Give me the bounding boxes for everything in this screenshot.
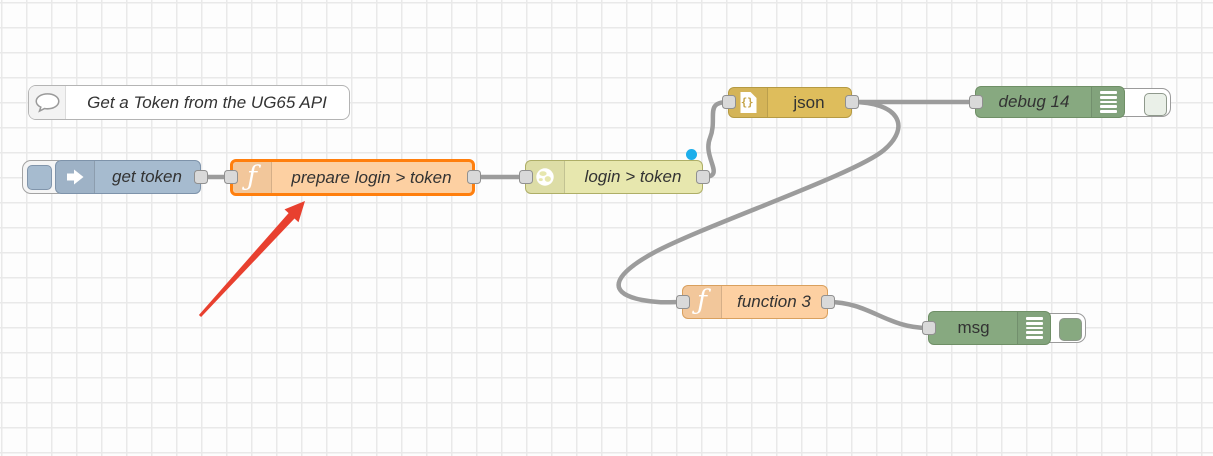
- input-port[interactable]: [518, 169, 533, 184]
- node-label: function 3: [737, 292, 811, 311]
- node-login-token[interactable]: login > token: [518, 148, 710, 194]
- debug-list-icon: [1091, 87, 1124, 117]
- inject-arrow-icon: [56, 161, 95, 193]
- input-port[interactable]: [675, 294, 690, 309]
- input-port[interactable]: [224, 170, 238, 184]
- output-port[interactable]: [467, 170, 481, 184]
- comment-node[interactable]: Get a Token from the UG65 API: [28, 85, 350, 120]
- inject-button-inner: [26, 164, 52, 190]
- node-function-3[interactable]: ƒ function 3: [675, 285, 835, 319]
- globe-icon: [526, 161, 565, 193]
- output-port[interactable]: [844, 95, 859, 109]
- node-label: prepare login > token: [291, 167, 452, 187]
- node-label: debug 14: [998, 92, 1070, 111]
- function-f-icon: ƒ: [683, 286, 722, 318]
- node-prepare-login-token[interactable]: ƒ prepare login > token: [224, 159, 481, 196]
- function-f-icon: ƒ: [233, 162, 272, 193]
- comment-label: Get a Token from the UG65 API: [87, 92, 327, 112]
- node-label: msg: [957, 318, 990, 337]
- comment-bubble-icon: [29, 86, 66, 119]
- json-file-icon: {}: [729, 88, 768, 117]
- input-port[interactable]: [921, 320, 936, 335]
- node-json[interactable]: {} json: [721, 87, 859, 118]
- changed-indicator-dot: [686, 148, 697, 160]
- svg-text:{}: {}: [740, 97, 753, 109]
- wire-json-to-function3[interactable]: [616, 99, 901, 305]
- node-msg[interactable]: msg: [921, 311, 1051, 345]
- input-port[interactable]: [968, 94, 983, 109]
- debug-list-icon: [1017, 312, 1050, 344]
- wire-function3-to-msg[interactable]: [825, 299, 931, 331]
- node-label: json: [793, 92, 825, 112]
- input-port[interactable]: [721, 95, 736, 109]
- node-label: login > token: [584, 167, 682, 186]
- output-port[interactable]: [695, 169, 710, 184]
- wire-http-to-json[interactable]: [700, 99, 731, 180]
- output-port[interactable]: [193, 169, 208, 184]
- msg-toggle-inner: [1058, 317, 1082, 341]
- node-debug-14[interactable]: debug 14: [968, 86, 1125, 118]
- node-label: get token: [112, 167, 182, 186]
- node-inject[interactable]: get token: [55, 160, 208, 194]
- debug14-toggle-inner: [1143, 92, 1167, 116]
- red-annotation-arrow: [198, 201, 305, 317]
- output-port[interactable]: [820, 294, 835, 309]
